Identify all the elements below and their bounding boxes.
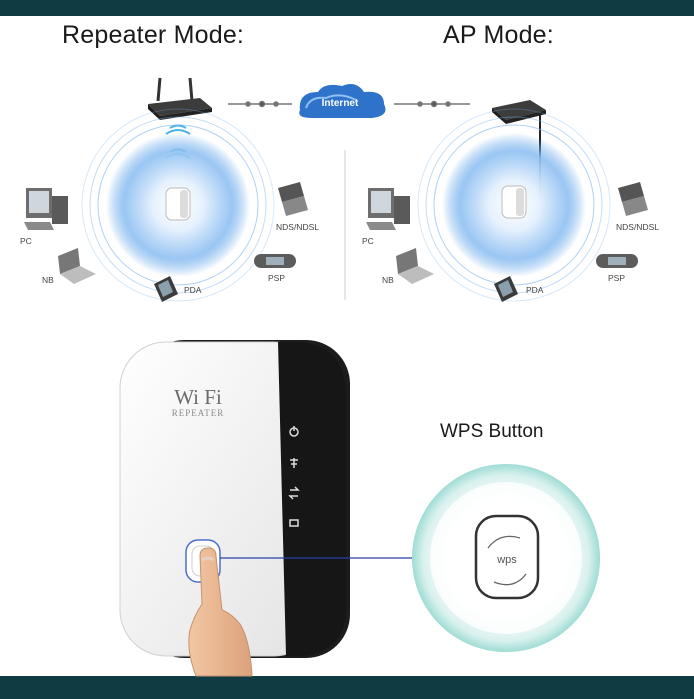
power-icon bbox=[289, 426, 299, 437]
repeater-mode-heading: Repeater Mode: bbox=[62, 21, 245, 49]
internet-label: Internet bbox=[322, 98, 359, 109]
router-icon bbox=[148, 77, 212, 120]
ap-pc-icon bbox=[366, 188, 410, 230]
repeater-nb-icon bbox=[58, 248, 96, 284]
lan-light-icon bbox=[289, 519, 299, 527]
repeater-pda-label: PDA bbox=[184, 285, 202, 295]
ap-pc-label: PC bbox=[362, 236, 374, 246]
finger-icon bbox=[188, 547, 253, 677]
wps-title: WPS Button bbox=[440, 421, 544, 442]
top-band bbox=[0, 0, 694, 16]
wps-arrow-top-icon bbox=[487, 535, 521, 549]
ap-nds-label: NDS/NDSL bbox=[616, 222, 659, 232]
link-right bbox=[394, 100, 470, 108]
ap-pda-icon bbox=[494, 276, 518, 302]
ap-mode-heading: AP Mode: bbox=[443, 21, 554, 49]
repeater-pc-label: PC bbox=[20, 236, 32, 246]
ap-nb-label: NB bbox=[382, 275, 394, 285]
status-lights bbox=[288, 426, 300, 527]
repeater-product bbox=[119, 340, 350, 658]
sync-light-icon bbox=[288, 486, 300, 500]
repeater-pc-icon bbox=[24, 188, 68, 230]
ap-nds-icon bbox=[618, 182, 648, 216]
ap-pda-label: PDA bbox=[526, 285, 544, 295]
bottom-band bbox=[0, 676, 694, 699]
repeater-psp-icon bbox=[254, 254, 296, 268]
internet-cloud-icon bbox=[299, 84, 386, 118]
wifi-light-icon bbox=[290, 458, 298, 468]
product-logo-text: Wi Fi bbox=[174, 385, 222, 409]
wps-callout bbox=[412, 464, 600, 652]
repeater-nb-label: NB bbox=[42, 275, 54, 285]
repeater-nds-icon bbox=[278, 182, 308, 216]
repeater-device-icon bbox=[165, 187, 191, 221]
ap-psp-label: PSP bbox=[608, 273, 625, 283]
repeater-nds-label: NDS/NDSL bbox=[276, 222, 319, 232]
ap-nb-icon bbox=[396, 248, 434, 284]
ap-device-icon bbox=[501, 185, 527, 219]
ap-router-icon bbox=[492, 100, 546, 124]
product-sub-text: REPEATER bbox=[172, 408, 225, 418]
ap-psp-icon bbox=[596, 254, 638, 268]
link-left bbox=[228, 100, 292, 108]
wps-arrow-bottom-icon bbox=[493, 573, 527, 586]
repeater-pda-icon bbox=[154, 276, 178, 302]
wps-callout-label: wps bbox=[496, 554, 517, 566]
repeater-psp-label: PSP bbox=[268, 273, 285, 283]
